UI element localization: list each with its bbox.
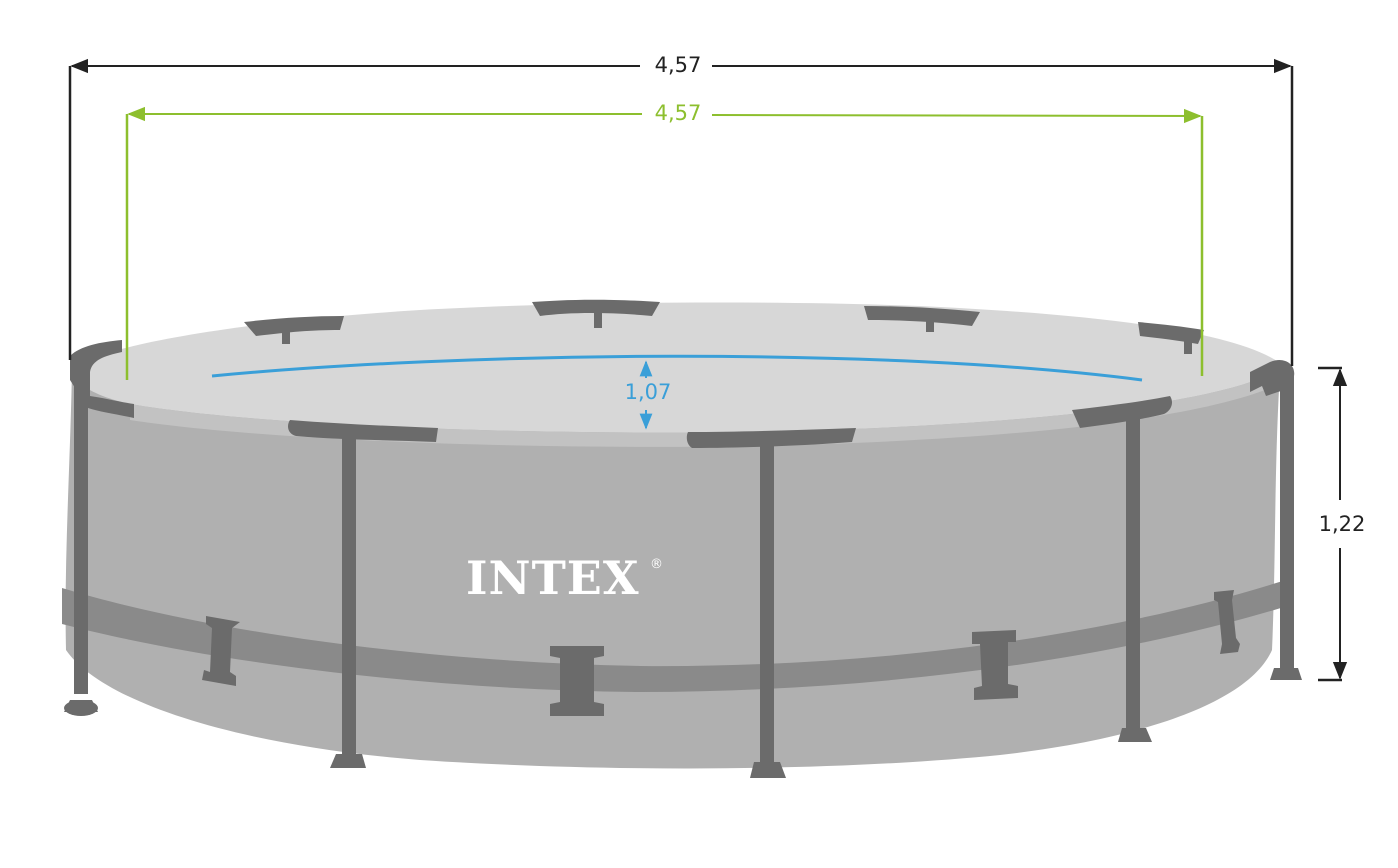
inner-diameter-dimension: 4,57 xyxy=(125,101,1204,380)
outer-diameter-dimension: 4,57 xyxy=(68,53,1294,366)
belt-clips xyxy=(202,590,1240,716)
wall-height-dimension: 1,22 xyxy=(1318,366,1366,682)
pool-illustration: INTEX ® xyxy=(62,299,1302,778)
outer-diameter-label: 4,57 xyxy=(655,53,702,77)
inner-diameter-label: 4,57 xyxy=(655,101,702,125)
belt-clip xyxy=(1214,590,1240,654)
frame-legs xyxy=(64,376,1302,778)
frame-leg xyxy=(760,446,774,764)
frame-leg xyxy=(74,376,88,694)
back-rails xyxy=(244,299,1204,354)
water-depth-dimension: 1,07 xyxy=(211,354,1143,430)
wall-height-label: 1,22 xyxy=(1319,512,1366,536)
inner-diameter-arrow-right xyxy=(711,108,1202,124)
pool-wall-rim-shade xyxy=(130,366,1284,447)
brand-registered-mark: ® xyxy=(650,557,663,572)
water-depth-label: 1,07 xyxy=(625,380,672,404)
brand-logo: INTEX xyxy=(466,551,640,605)
frame-leg xyxy=(1126,412,1140,730)
belt-clip xyxy=(550,646,604,716)
frame-leg xyxy=(1280,376,1294,670)
pool-top-surface xyxy=(72,302,1284,433)
belt-clip xyxy=(972,630,1018,700)
frame-leg xyxy=(342,436,356,758)
water-line xyxy=(211,354,1143,382)
belt-clip xyxy=(202,616,240,686)
